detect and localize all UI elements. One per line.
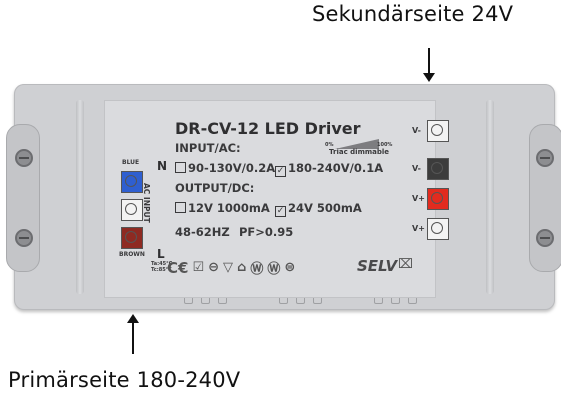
v-minus-label: V-: [412, 164, 421, 173]
primary-side-label: Primärseite 180-240V: [8, 368, 241, 392]
blue-wire-label: BLUE: [122, 159, 140, 166]
screw-icon: [536, 149, 554, 167]
checkbox-checked-icon: ✓: [275, 206, 286, 217]
input-heading: INPUT/AC:: [175, 141, 241, 155]
mounting-ear-right: [529, 124, 561, 272]
v-plus-label: V+: [412, 194, 425, 203]
led-driver-housing: DR-CV-12 LED Driver INPUT/AC: 0% 100% Tr…: [6, 84, 561, 310]
v-minus-terminal[interactable]: [427, 120, 449, 142]
v-minus-terminal[interactable]: [427, 158, 449, 180]
certification-marks: C€ ☑ ⊖ ▽ ⌂ Ⓦ Ⓦ ⊜: [167, 258, 296, 278]
mounting-ear-left: [6, 124, 40, 272]
line-label: L: [157, 247, 165, 261]
ce-mark-icon: C€: [167, 258, 189, 277]
secondary-side-label: Sekundärseite 24V: [312, 2, 514, 26]
v-plus-label: V+: [412, 224, 425, 233]
housing-ridge: [486, 100, 494, 294]
dim-max-label: 100%: [377, 142, 393, 148]
short-circuit-icon: ⊖: [208, 260, 220, 275]
weee-bin-icon: ⌧: [398, 257, 413, 272]
frequency-label: 48-62HZ: [175, 225, 230, 239]
power-factor-label: PF>0.95: [239, 225, 294, 239]
brown-wire-label: BROWN: [119, 251, 145, 258]
v-minus-label: V-: [412, 126, 421, 135]
transformer-icon: ⊜: [284, 260, 296, 275]
checkbox-empty-icon: [175, 202, 186, 213]
unused-terminal[interactable]: [121, 199, 143, 221]
arrow-up-icon: [127, 314, 139, 354]
output-option-1: 12V 1000mA: [175, 201, 270, 215]
mm-mark-icon: Ⓦ: [250, 262, 264, 277]
dimming-ramp-icon: [335, 139, 379, 149]
checkbox-checked-icon: ✓: [275, 166, 286, 177]
checkbox-empty-icon: [175, 162, 186, 173]
input-option-2: ✓180-240V/0.1A: [275, 161, 384, 177]
input-option-1: 90-130V/0.2A: [175, 161, 275, 175]
output-heading: OUTPUT/DC:: [175, 181, 255, 195]
ac-input-label: AC INPUT: [142, 183, 151, 223]
class-ii-icon: ☑: [192, 260, 205, 275]
indoor-use-icon: ⌂: [237, 260, 247, 275]
product-title: DR-CV-12 LED Driver: [175, 119, 361, 138]
product-label: DR-CV-12 LED Driver INPUT/AC: 0% 100% Tr…: [104, 100, 436, 298]
output-option-2: ✓24V 500mA: [275, 201, 362, 217]
dimming-text: Triac dimmable: [329, 148, 390, 156]
screw-icon: [15, 149, 33, 167]
v-plus-terminal[interactable]: [427, 218, 449, 240]
f-mark-icon: ▽: [223, 260, 234, 275]
line-terminal[interactable]: [121, 227, 143, 249]
screw-icon: [15, 229, 33, 247]
screw-icon: [536, 229, 554, 247]
mm-mark-icon: Ⓦ: [267, 262, 281, 277]
neutral-label: N: [157, 159, 168, 173]
dimming-graphic: 0% 100% Triac dimmable: [321, 139, 392, 157]
neutral-terminal[interactable]: [121, 171, 143, 193]
dim-min-label: 0%: [325, 142, 334, 148]
housing-ridge: [76, 100, 84, 294]
arrow-down-icon: [423, 48, 435, 82]
v-plus-terminal[interactable]: [427, 188, 449, 210]
selv-mark: SELV: [357, 257, 398, 275]
